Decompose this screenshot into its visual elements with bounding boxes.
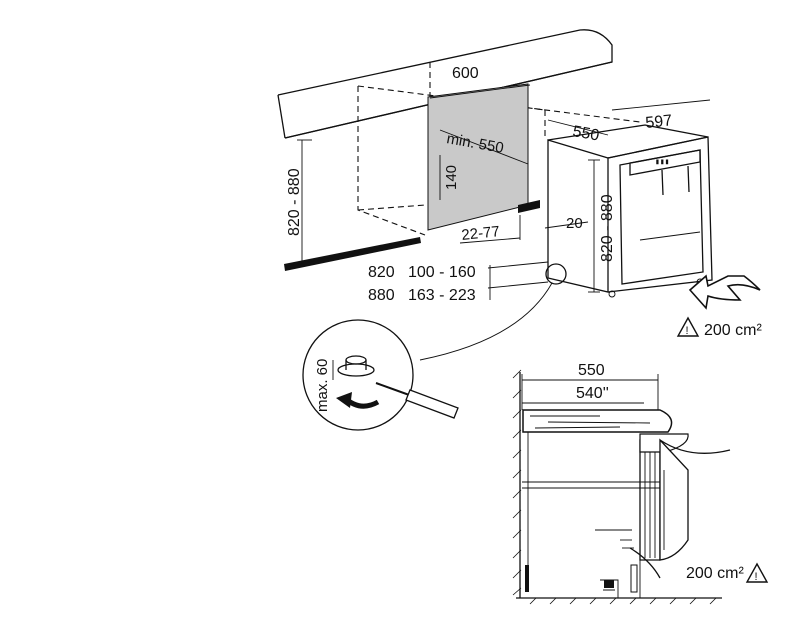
vent-height-label: 140 xyxy=(443,165,460,190)
appliance-depth-dimension: 550 xyxy=(547,119,609,145)
appliance-height-dimension: 820 - 880 xyxy=(588,159,616,293)
screwdriver-icon xyxy=(375,382,459,419)
plinth-offset-dimension: 22-77 xyxy=(459,200,540,244)
foot-adjust-detail: max. 60 xyxy=(302,319,459,431)
ventilation-warning-bottom: 200 cm² ! xyxy=(686,562,769,583)
ventilation-area-bottom: 200 cm² xyxy=(686,565,744,582)
niche-height-dimension: 820 - 880 xyxy=(286,139,312,263)
gap-label: 20 xyxy=(566,215,583,232)
plinth xyxy=(284,237,421,271)
foot-detail-marker xyxy=(545,263,567,285)
warning-icon xyxy=(676,316,700,337)
section-depth-outer: 550 xyxy=(578,362,605,379)
ventilation-warning-top: ! 200 cm² xyxy=(676,316,762,339)
max-adjust-label: max. 60 xyxy=(314,359,331,412)
appliance-body: ▮▮▮ xyxy=(547,124,713,298)
svg-text:!: ! xyxy=(686,325,689,337)
appliance-depth-label: 550 xyxy=(571,123,600,144)
svg-text:!: ! xyxy=(755,571,758,583)
adjust-row2-height: 880 xyxy=(368,287,395,304)
niche-width-dimension: 600 xyxy=(429,65,531,99)
left-wall-hatch xyxy=(512,369,522,596)
section-depth-inner: 540'' xyxy=(576,385,609,402)
airflow-arrow-icon xyxy=(688,274,761,310)
niche-width-label: 600 xyxy=(452,65,479,82)
adjust-row2-range: 163 - 223 xyxy=(408,287,476,304)
appliance-width-label: 597 xyxy=(645,112,673,132)
control-panel-display: ▮▮▮ xyxy=(655,158,669,167)
gap-dimension: 20 xyxy=(544,215,589,232)
plinth-offset-label: 22-77 xyxy=(461,223,501,244)
back-wall-panel xyxy=(427,83,529,231)
appliance-height-label: 820 - 880 xyxy=(599,194,616,262)
ventilation-area-top: 200 cm² xyxy=(704,322,762,339)
warning-icon xyxy=(745,562,769,583)
adjust-row1-height: 820 xyxy=(368,264,395,281)
rotation-arrow-icon xyxy=(336,392,380,409)
appliance-width-dimension: 597 xyxy=(611,99,711,132)
niche-height-label: 820 - 880 xyxy=(286,168,303,236)
adjust-row1-range: 100 - 160 xyxy=(408,264,476,281)
adjustment-table: 820 100 - 160 880 163 - 223 xyxy=(368,261,549,304)
section-view: 550 540'' xyxy=(512,362,731,605)
vent-height-dimension: 140 xyxy=(439,155,460,200)
